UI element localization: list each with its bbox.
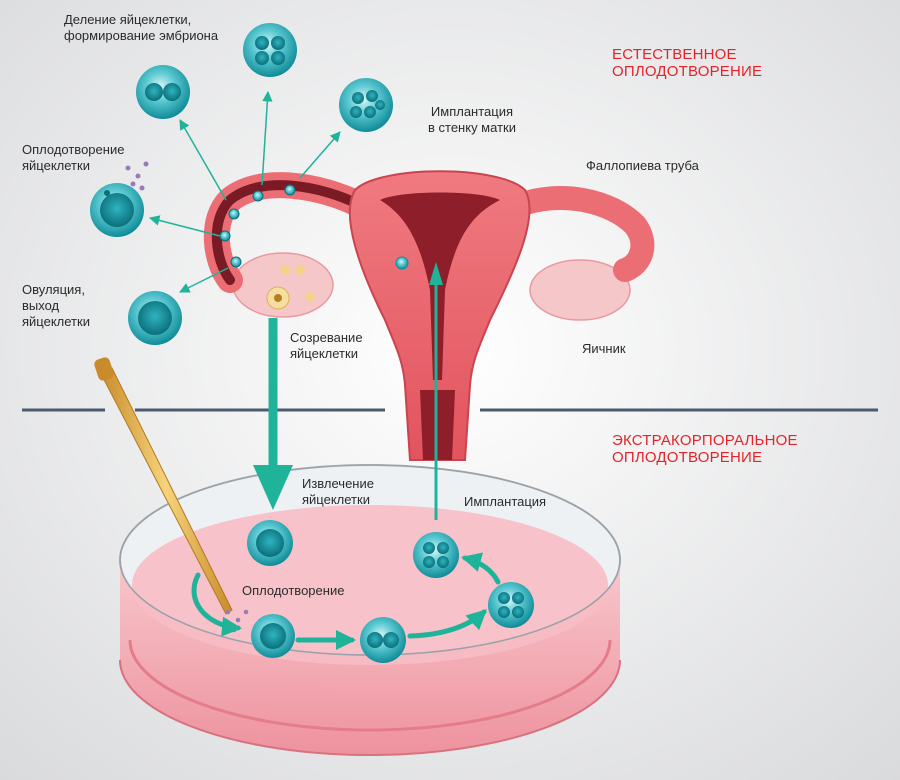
- cell-morula: [339, 78, 393, 132]
- follicles: [266, 265, 315, 310]
- label-implantation: Имплантация: [464, 494, 547, 509]
- dish-cell-extracted: [247, 520, 293, 566]
- implantation-arrow: [429, 262, 443, 520]
- label-division: Деление яйцеклетки, формирование эмбрион…: [64, 12, 219, 43]
- dish-arrows: [191, 552, 501, 650]
- tube-eggs: [219, 184, 296, 268]
- extraction-arrow: [253, 318, 293, 510]
- dish-cell-embryo: [413, 532, 459, 578]
- cell-ovulation: [128, 291, 182, 345]
- label-maturation: Созревание яйцеклетки: [290, 330, 363, 361]
- label-fertilization-egg: Оплодотворение яйцеклетки: [22, 142, 125, 173]
- label-extraction: Извлечение яйцеклетки: [302, 476, 374, 507]
- sperm-cluster: [125, 161, 149, 191]
- right-ovary: [529, 259, 631, 321]
- pipette: [94, 357, 233, 615]
- label-implantation-wall: Имплантация в стенку матки: [428, 104, 516, 135]
- cell-four-top: [243, 23, 297, 77]
- dish-cell-fertilized: [251, 614, 295, 658]
- ivf-section-title: ЭКСТРАКОРПОРАЛЬНОЕ ОПЛОДОТВОРЕНИЕ: [612, 432, 798, 466]
- natural-section-title: ЕСТЕСТВЕННОЕ ОПЛОДОТВОРЕНИЕ: [612, 46, 763, 80]
- label-ovulation: Овуляция, выход яйцеклетки: [22, 282, 90, 329]
- cell-two: [136, 65, 190, 119]
- label-ovary: Яичник: [582, 341, 626, 356]
- dish-cell-two: [360, 617, 406, 663]
- natural-arrows: [148, 90, 341, 293]
- cell-fertilized: [90, 183, 144, 237]
- dish-cell-four: [488, 582, 534, 628]
- label-fallopian-tube: Фаллопиева труба: [586, 158, 699, 173]
- label-fertilization: Оплодотворение: [242, 583, 345, 598]
